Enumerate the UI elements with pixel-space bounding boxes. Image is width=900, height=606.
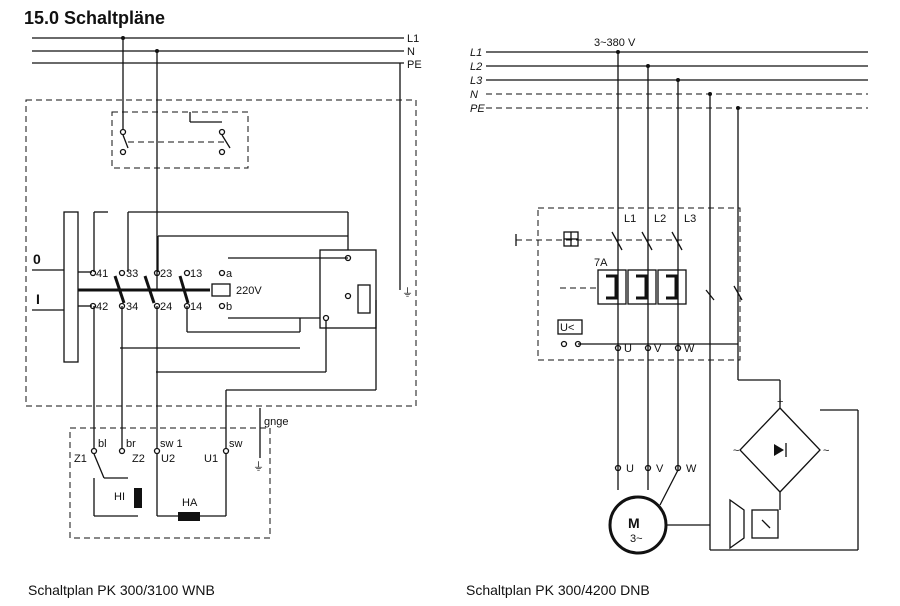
component-hi — [134, 488, 142, 508]
contact-row-bottom: 42 34 24 14 b — [89, 301, 232, 313]
wire-sw1: sw 1 — [160, 438, 183, 450]
left-schematic: L1 N PE ⏚ — [25, 33, 422, 539]
wire-br: br — [126, 438, 136, 450]
bus-n: N — [470, 89, 478, 101]
lamp-box — [69, 427, 271, 539]
relay-block — [319, 249, 377, 329]
label-ha: HA — [182, 497, 198, 509]
switch-handle — [63, 211, 79, 363]
motor-label-m: M — [628, 515, 640, 531]
ct-l3: L3 — [684, 213, 696, 225]
bus-pe: PE — [470, 103, 485, 115]
caption-right: Schaltplan PK 300/4200 DNB — [466, 582, 650, 598]
term-z2: Z2 — [132, 453, 145, 465]
symbol-glyph: ~ — [823, 445, 829, 457]
motor-starter — [537, 207, 741, 361]
component-ha — [178, 512, 200, 521]
term-u2: U2 — [161, 453, 175, 465]
brake-coil — [751, 509, 779, 539]
term-z1: Z1 — [74, 453, 87, 465]
motor-label-phase: 3~ — [630, 533, 643, 545]
term-u1: U1 — [204, 453, 218, 465]
bus-label-n: N — [407, 46, 415, 58]
coil — [211, 283, 231, 297]
bus-l3: L3 — [470, 75, 483, 87]
contact-b: b — [226, 301, 232, 313]
bus-label-pe: PE — [407, 59, 422, 71]
contact-13: 13 — [190, 268, 202, 280]
out-w: W — [684, 343, 695, 355]
contact-24: 24 — [160, 301, 172, 313]
contact-14: 14 — [190, 301, 202, 313]
motor-w: W — [686, 463, 697, 475]
out-v: V — [654, 343, 662, 355]
motor-v: V — [656, 463, 664, 475]
contact-row-top: 41 33 23 13 a — [89, 268, 233, 280]
contact-41: 41 — [96, 268, 108, 280]
switch-housing — [25, 99, 417, 407]
right-schematic: 3~380 V L1 L2 L3 N PE L1 L2 — [470, 37, 868, 555]
bus-label-l1: L1 — [407, 33, 419, 45]
switch-pos-i: I — [36, 291, 40, 307]
wire-gnge: gnge — [264, 416, 288, 428]
coil-voltage: 220V — [236, 285, 262, 297]
symbol-glyph: ⏚ — [253, 460, 264, 473]
supply-voltage: 3~380 V — [594, 37, 636, 49]
overload-rating: 7A — [594, 257, 608, 269]
contact-33: 33 — [126, 268, 138, 280]
contact-34: 34 — [126, 301, 138, 313]
wire-sw: sw — [229, 438, 243, 450]
ct-l1: L1 — [624, 213, 636, 225]
bus-l1: L1 — [470, 47, 482, 59]
page-title: 15.0 Schaltpläne — [24, 8, 166, 28]
upper-contact-box — [111, 111, 249, 169]
bus-l2: L2 — [470, 61, 482, 73]
undervoltage-relay — [557, 319, 583, 335]
symbol-glyph: U< — [560, 322, 574, 334]
switch-pos-0: 0 — [33, 251, 41, 267]
contact-42: 42 — [96, 301, 108, 313]
contact-23: 23 — [160, 268, 172, 280]
caption-left: Schaltplan PK 300/3100 WNB — [28, 582, 215, 598]
contact-a: a — [226, 268, 233, 280]
symbol-glyph: ~ — [733, 445, 739, 457]
out-u: U — [624, 343, 632, 355]
label-hi: HI — [114, 491, 125, 503]
wire-bl: bl — [98, 438, 107, 450]
ct-l2: L2 — [654, 213, 666, 225]
motor-u: U — [626, 463, 634, 475]
symbol-glyph: ⏚ — [402, 286, 413, 299]
